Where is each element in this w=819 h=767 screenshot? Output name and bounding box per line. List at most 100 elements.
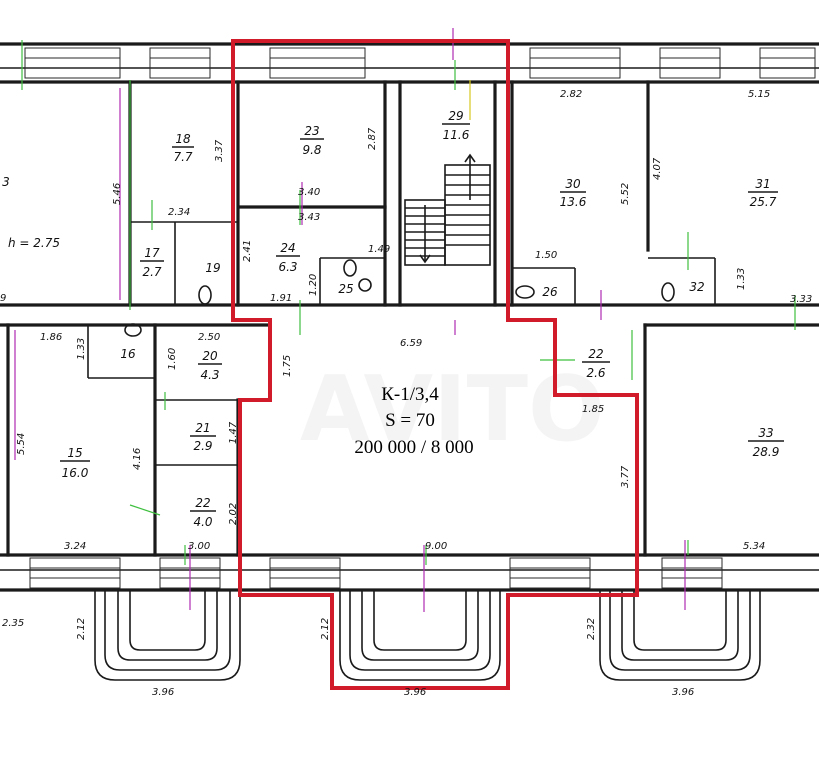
svg-text:5.15: 5.15 (748, 89, 770, 100)
room-25: 25 (338, 282, 353, 296)
svg-text:23: 23 (304, 124, 319, 138)
room-32: 32 (689, 280, 704, 294)
top-windows (24, 47, 816, 79)
svg-text:3.33: 3.33 (790, 294, 812, 305)
dimension-labels: 2.82 5.15 3.37 2.87 3.40 3.43 5.46 2.34 … (0, 89, 812, 698)
svg-text:5.54: 5.54 (16, 433, 27, 455)
svg-text:3.96: 3.96 (404, 687, 426, 698)
bottom-windows (29, 557, 723, 589)
room-31: 31 25.7 (748, 177, 778, 209)
svg-text:2.87: 2.87 (367, 127, 378, 150)
room-24: 246.3 (276, 241, 300, 274)
svg-text:4.16: 4.16 (132, 448, 143, 470)
room-22a: 224.0 (190, 496, 216, 529)
svg-text:21: 21 (195, 421, 210, 435)
svg-text:9.8: 9.8 (302, 143, 321, 157)
annotation-lines (14, 28, 796, 612)
room-15: 15 16.0 (60, 446, 90, 480)
svg-text:1.33: 1.33 (76, 338, 87, 360)
svg-text:16: 16 (120, 347, 136, 361)
svg-text:15: 15 (67, 446, 82, 460)
svg-text:26: 26 (542, 285, 558, 299)
listing-area: S = 70 (385, 410, 435, 431)
svg-text:32: 32 (689, 280, 704, 294)
svg-text:29: 29 (448, 109, 463, 123)
svg-text:24: 24 (280, 241, 295, 255)
room-22b: 222.6 (582, 347, 610, 380)
svg-text:22: 22 (588, 347, 603, 361)
svg-text:2.34: 2.34 (168, 207, 190, 218)
highlight-outline (231, 39, 639, 690)
svg-text:3.43: 3.43 (298, 212, 320, 223)
svg-text:3.40: 3.40 (298, 187, 320, 198)
svg-text:2.82: 2.82 (560, 89, 582, 100)
staircase (404, 153, 491, 266)
svg-text:4.07: 4.07 (652, 157, 663, 180)
svg-text:1.47: 1.47 (228, 421, 239, 444)
svg-text:1.50: 1.50 (535, 250, 557, 261)
svg-text:28.9: 28.9 (753, 445, 780, 459)
svg-text:5.46: 5.46 (112, 183, 123, 205)
svg-text:2.50: 2.50 (198, 332, 220, 343)
fixtures (124, 259, 675, 337)
room-21: 212.9 (190, 421, 216, 453)
svg-text:2.9: 2.9 (193, 439, 212, 453)
svg-text:2.41: 2.41 (242, 240, 253, 262)
svg-text:31: 31 (755, 177, 770, 191)
ceiling-height: h = 2.75 (8, 236, 60, 250)
svg-text:5.34: 5.34 (743, 541, 765, 552)
svg-text:3.96: 3.96 (152, 687, 174, 698)
svg-text:1.91: 1.91 (270, 293, 292, 304)
partial-room-label: 3 (2, 175, 10, 189)
svg-text:11.6: 11.6 (443, 128, 470, 142)
svg-text:2.35: 2.35 (2, 618, 24, 629)
svg-text:25.7: 25.7 (750, 195, 777, 209)
svg-text:9.00: 9.00 (425, 541, 447, 552)
svg-text:5.52: 5.52 (620, 183, 631, 205)
svg-text:22: 22 (195, 496, 210, 510)
room-26: 26 (542, 285, 558, 299)
svg-text:13.6: 13.6 (560, 195, 587, 209)
svg-text:17: 17 (144, 246, 160, 260)
svg-text:19: 19 (205, 261, 220, 275)
svg-text:6.59: 6.59 (400, 338, 422, 349)
room-16: 16 (120, 347, 136, 361)
svg-text:18: 18 (175, 132, 191, 146)
svg-text:2.12: 2.12 (76, 618, 87, 640)
listing-info: К-1/3,4 S = 70 200 000 / 8 000 (354, 384, 473, 458)
svg-text:25: 25 (338, 282, 353, 296)
svg-text:7.7: 7.7 (173, 150, 192, 164)
svg-text:20: 20 (202, 349, 218, 363)
room-18: 187.7 (172, 132, 194, 164)
svg-text:1.20: 1.20 (308, 274, 319, 296)
room-19: 19 (205, 261, 220, 275)
room-29: 29 11.6 (442, 109, 470, 142)
room-17: 172.7 (140, 246, 164, 279)
svg-text:2.7: 2.7 (142, 265, 161, 279)
svg-text:3.77: 3.77 (620, 465, 631, 488)
listing-code: К-1/3,4 (381, 384, 439, 405)
svg-text:1.85: 1.85 (582, 404, 604, 415)
svg-text:3.37: 3.37 (214, 139, 225, 162)
svg-text:4.3: 4.3 (200, 368, 219, 382)
svg-text:6.3: 6.3 (278, 260, 297, 274)
top-exterior-wall (0, 42, 819, 84)
listing-price: 200 000 / 8 000 (354, 437, 473, 458)
svg-text:1.49: 1.49 (368, 244, 390, 255)
room-20: 204.3 (198, 349, 222, 382)
svg-text:2.02: 2.02 (228, 503, 239, 525)
svg-text:1.60: 1.60 (167, 348, 178, 370)
svg-text:1.86: 1.86 (40, 332, 62, 343)
bay-windows (94, 590, 761, 681)
svg-text:1.75: 1.75 (282, 355, 293, 377)
svg-text:1.33: 1.33 (736, 268, 747, 290)
svg-text:3.00: 3.00 (188, 541, 210, 552)
room-23: 239.8 (300, 124, 324, 157)
svg-text:2.6: 2.6 (586, 366, 605, 380)
svg-text:16.0: 16.0 (62, 466, 89, 480)
svg-text:3.24: 3.24 (64, 541, 86, 552)
